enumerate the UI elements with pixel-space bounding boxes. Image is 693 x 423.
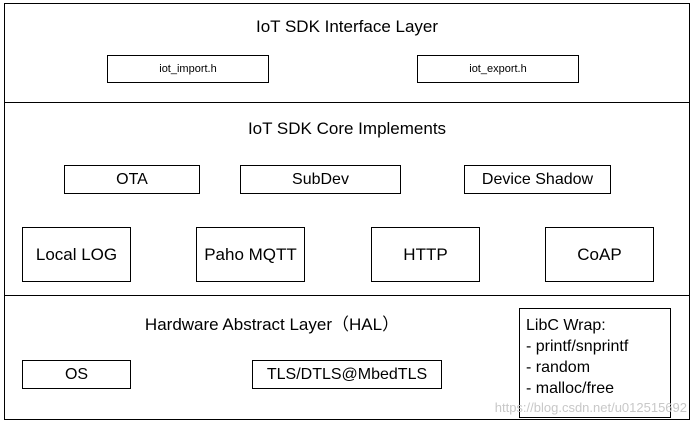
interface-layer-title: IoT SDK Interface Layer [255,17,439,36]
local-log-box: Local LOG [22,227,131,282]
paho-mqtt-box: Paho MQTT [196,227,305,282]
libc-item: - malloc/free [526,380,615,397]
tls-box: TLS/DTLS@MbedTLS [252,360,442,389]
iot-export-box: iot_export.h [417,55,579,83]
libc-title: LibC Wrap: [526,317,606,334]
libc-item: - printf/snprintf [526,338,629,355]
iot-import-box: iot_import.h [107,55,269,83]
ota-box: OTA [64,165,200,194]
http-box: HTTP [371,227,480,282]
os-box: OS [22,360,131,389]
coap-box: CoAP [545,227,654,282]
subdev-box: SubDev [240,165,401,194]
core-layer: IoT SDK Core Implements OTA SubDev Devic… [4,102,690,296]
interface-layer: IoT SDK Interface Layer iot_import.h iot… [4,3,690,103]
hal-layer: Hardware Abstract Layer（HAL） OS TLS/DTLS… [4,295,690,420]
core-layer-title: IoT SDK Core Implements [247,119,447,138]
device-shadow-box: Device Shadow [464,165,611,194]
libc-item: - random [526,359,591,376]
libc-wrap-box: LibC Wrap: - printf/snprintf - random - … [519,308,671,418]
hal-layer-title: Hardware Abstract Layer（HAL） [144,315,400,334]
watermark: https://blog.csdn.net/u012515692 [494,400,687,415]
